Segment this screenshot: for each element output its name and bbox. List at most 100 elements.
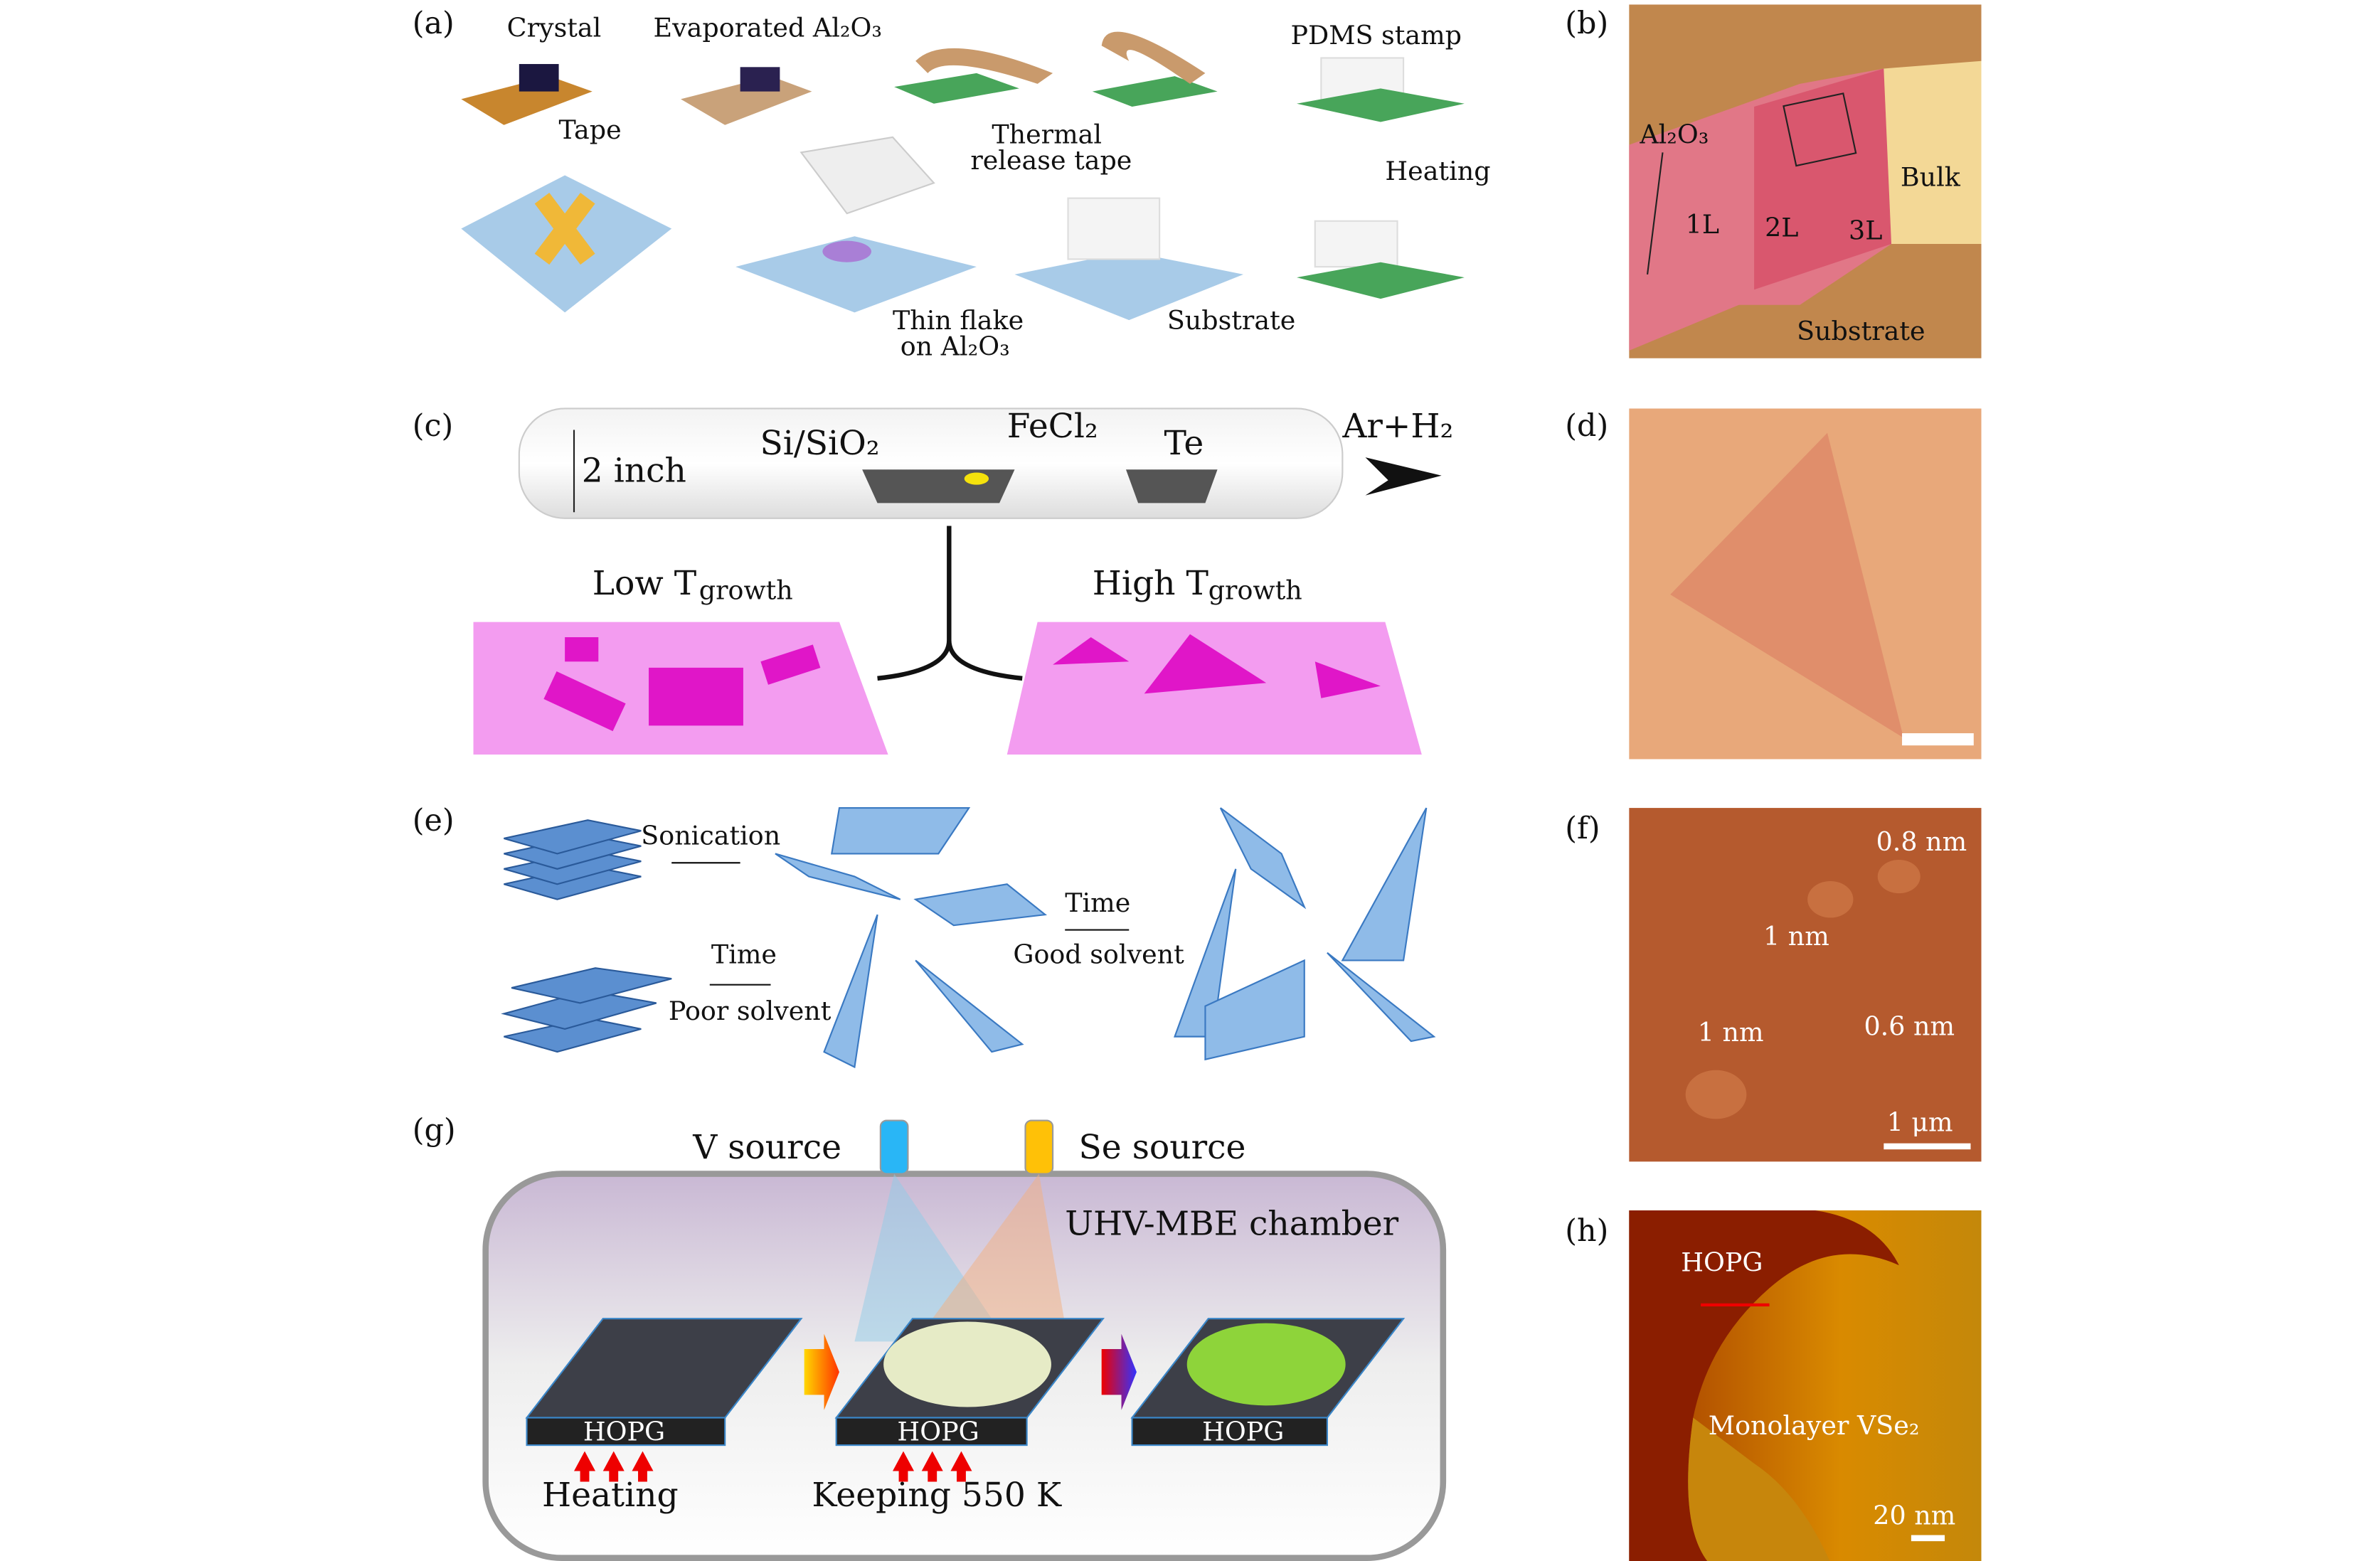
scale-bar: [1884, 1143, 1971, 1150]
label-hopg-2: HOPG: [897, 1417, 979, 1447]
panel-d: (d): [1565, 408, 1982, 760]
label-sisio2: Si/SiO₂: [760, 424, 880, 463]
green-substrate: [894, 73, 1019, 104]
boat-fecl2: [862, 469, 1015, 504]
label-thickness-3: 1 nm: [1698, 1017, 1764, 1048]
hopg-substrate-3: HOPG: [1130, 1318, 1406, 1447]
monolayer-region: [1688, 1417, 1830, 1561]
label-high: High T: [1093, 564, 1208, 603]
flake: [1877, 859, 1921, 894]
label-thermal-2: release tape: [970, 145, 1132, 176]
label-heating: Heating: [542, 1476, 679, 1515]
crystal-shape: [519, 64, 559, 92]
label-growth-2: growth: [1208, 575, 1302, 605]
label-inch: 2 inch: [582, 451, 686, 490]
panel-label: (c): [413, 408, 453, 444]
label-1l: 1L: [1686, 209, 1719, 240]
green-substrate-4: [1297, 262, 1465, 299]
stamp-lifted: [799, 136, 935, 215]
triangle-flake: [1670, 432, 1904, 738]
panel-b: (b) Al₂O₃ 1L 2L 3L Bulk Substrate: [1565, 4, 1982, 358]
split-arrow: [877, 526, 1023, 681]
flake: [1807, 880, 1854, 918]
blue-substrate-2: [735, 236, 977, 313]
se-beam: [915, 1173, 1068, 1342]
panel-h: (h) HOPG Monolayer VSe₂ 20 nm: [1565, 1210, 1982, 1561]
label-hopg-1: HOPG: [583, 1417, 665, 1447]
label-te: Te: [1164, 424, 1204, 463]
hopg-region: [1629, 1210, 1899, 1561]
thermal-tape-2: [1101, 31, 1206, 84]
thermal-tape: [915, 48, 1053, 84]
label-thermal-1: Thermal: [992, 119, 1102, 149]
label-thin-1: Thin flake: [893, 305, 1024, 336]
label-substrate: Substrate: [1167, 305, 1295, 336]
label-time-1: Time: [711, 939, 777, 970]
stacked-layers: [501, 819, 672, 1053]
label-hopg-3: HOPG: [1202, 1417, 1284, 1447]
green-substrate-2: [1092, 76, 1218, 107]
label-low: Low T: [593, 564, 696, 603]
scale-label: 20 nm: [1873, 1501, 1955, 1531]
boat-te: [1125, 469, 1218, 504]
bulk-region: [1884, 60, 1982, 244]
square-flake: [543, 671, 626, 732]
flake-2l-3l: [1754, 68, 1892, 290]
panel-label: (g): [413, 1112, 456, 1148]
panel-label: (f): [1565, 811, 1600, 846]
v-source-cell: [879, 1119, 909, 1175]
panel-e: (e) Sonication Time Poor solvent Time Go…: [413, 803, 1436, 1069]
panel-label: (d): [1565, 408, 1608, 444]
label-time-2: Time: [1065, 888, 1130, 918]
panel-label: (e): [413, 803, 455, 838]
thin-flake: [822, 240, 871, 262]
panel-label: (b): [1565, 6, 1608, 41]
label-monolayer: Monolayer VSe₂: [1709, 1410, 1920, 1441]
coated-crystal: [740, 67, 780, 92]
label-substrate: Substrate: [1797, 316, 1925, 346]
panel-label: (a): [413, 6, 455, 41]
label-good: Good solvent: [1013, 939, 1184, 970]
electrodes: [534, 192, 595, 265]
label-se-source: Se source: [1079, 1128, 1246, 1167]
label-thickness-2: 1 nm: [1763, 921, 1829, 952]
green-substrate-3: [1297, 88, 1465, 122]
label-gas: Ar+H₂: [1342, 407, 1453, 446]
label-thickness-1: 0.8 nm: [1876, 826, 1967, 857]
label-growth-1: growth: [699, 575, 793, 605]
hopg-substrate-2: HOPG: [834, 1318, 1105, 1447]
label-v-source: V source: [692, 1128, 841, 1167]
label-2l: 2L: [1765, 212, 1798, 243]
panel-a: (a) Crystal Evaporated Al₂O₃ Tape Therma…: [413, 6, 1491, 361]
label-pdms: PDMS stamp: [1290, 20, 1462, 50]
square-flake: [649, 667, 743, 726]
square-flake: [565, 637, 599, 662]
label-thickness-4: 0.6 nm: [1864, 1011, 1955, 1041]
label-keeping: Keeping 550 K: [812, 1476, 1061, 1515]
arrow-al2o3: [1647, 152, 1664, 275]
tape-shape: [461, 76, 593, 125]
triangle-flakes: [1053, 634, 1381, 698]
flake: [1685, 1070, 1747, 1119]
label-heating: Heating: [1385, 156, 1490, 186]
label-poor: Poor solvent: [669, 996, 832, 1026]
panel-f: (f) 0.8 nm 1 nm 1 nm 0.6 nm 1 μm: [1565, 808, 1982, 1162]
label-tape: Tape: [559, 114, 622, 145]
heat-arrows: [574, 1451, 972, 1482]
label-sonication: Sonication: [641, 821, 780, 851]
process-arrow: [804, 1333, 839, 1410]
label-chamber: UHV-MBE chamber: [1065, 1204, 1398, 1243]
label-thin-2: on Al₂O₃: [901, 331, 1010, 361]
label-hopg: HOPG: [1681, 1247, 1763, 1278]
scale-label: 1 μm: [1887, 1107, 1953, 1138]
hopg-substrate-1: HOPG: [525, 1318, 803, 1447]
process-arrow: [1101, 1333, 1137, 1410]
square-flake: [760, 644, 821, 685]
scale-bar: [1911, 1535, 1945, 1542]
blue-substrate: [1014, 251, 1244, 321]
scale-bar: [1902, 733, 1974, 746]
label-3l: 3L: [1849, 215, 1882, 246]
label-fecl2: FeCl₂: [1007, 407, 1098, 446]
pdms-stamp-3: [1067, 197, 1161, 260]
